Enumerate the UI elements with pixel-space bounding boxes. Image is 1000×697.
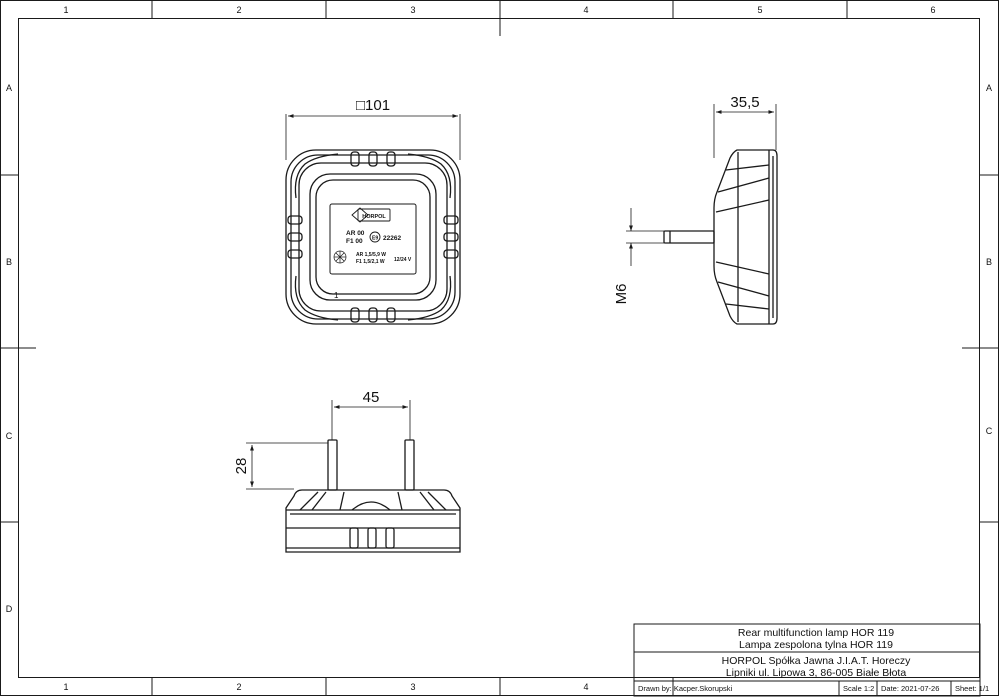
title-polish: Lampa zespolona tylna HOR 119 — [739, 639, 893, 651]
lamp-spec2: F1 1,5/2,1 W — [356, 259, 385, 265]
zone-col-5-top: 5 — [757, 5, 762, 15]
zone-col-2-bottom: 2 — [236, 682, 241, 692]
zone-col-3-top: 3 — [410, 5, 415, 15]
date: Date: 2021-07-26 — [881, 684, 939, 693]
scale: Scale 1:2 — [843, 684, 874, 693]
zone-row-a-right: A — [986, 83, 992, 93]
zone-col-6-top: 6 — [930, 5, 935, 15]
thread-dimension-label: M6 — [613, 284, 630, 305]
sunburst-icon — [333, 250, 347, 264]
zone-row-d-left: D — [6, 604, 13, 614]
sheet-number: Sheet: 1/1 — [955, 684, 989, 693]
lamp-spec1: AR 1,5/5,9 W — [356, 252, 386, 258]
horpol-logo — [351, 207, 391, 223]
side-view — [626, 104, 778, 325]
zone-row-b-left: B — [6, 257, 12, 267]
width-dimension — [285, 114, 461, 160]
stud-spacing-dimension — [331, 400, 411, 440]
lamp-line2: F1 00 — [346, 238, 363, 245]
zone-markers: 1 2 3 4 5 6 1 2 3 4 A B C D A B C — [6, 5, 993, 692]
front-view-labels: □101 HORPOL AR 00 F1 00 E9 22262 AR 1,5/… — [334, 97, 412, 300]
approval-number: 22262 — [383, 235, 401, 242]
front-view — [285, 114, 461, 325]
zone-row-c-right: C — [986, 426, 993, 436]
depth-dimension-label: 35,5 — [730, 94, 759, 111]
stud-spacing-label: 45 — [363, 389, 380, 406]
lamp-voltage: 12/24 V — [394, 257, 412, 263]
width-dimension-label: □101 — [356, 97, 390, 114]
company-address: Lipniki ul. Lipowa 3, 86-005 Białe Błota — [726, 667, 907, 679]
drawn-by: Drawn by: Kacper.Skorupski — [638, 684, 733, 693]
bottom-view-labels: 45 28 — [233, 389, 379, 474]
zone-col-1-top: 1 — [63, 5, 68, 15]
zone-row-a-left: A — [6, 83, 12, 93]
depth-dimension — [713, 104, 777, 158]
zone-col-1-bottom: 1 — [63, 682, 68, 692]
zone-row-b-right: B — [986, 257, 992, 267]
part-number: 1 — [334, 291, 339, 300]
thread-dimension — [626, 208, 664, 266]
approval-mark: E9 — [372, 236, 378, 242]
title-block-text: Rear multifunction lamp HOR 119 Lampa ze… — [638, 627, 989, 693]
stud-length-label: 28 — [233, 458, 250, 475]
zone-col-3-bottom: 3 — [410, 682, 415, 692]
side-view-labels: 35,5 M6 — [613, 94, 760, 304]
stud-length-dimension — [246, 442, 328, 490]
title-block — [633, 623, 981, 697]
zone-col-2-top: 2 — [236, 5, 241, 15]
zone-col-4-bottom: 4 — [583, 682, 588, 692]
zone-col-4-top: 4 — [583, 5, 588, 15]
zone-row-c-left: C — [6, 431, 13, 441]
lamp-line1: AR 00 — [346, 230, 365, 237]
title-english: Rear multifunction lamp HOR 119 — [738, 627, 894, 639]
company-name: HORPOL Spółka Jawna J.I.A.T. Horeczy — [722, 655, 911, 667]
bottom-view — [246, 400, 461, 553]
lamp-brand-label: HORPOL — [362, 214, 386, 220]
